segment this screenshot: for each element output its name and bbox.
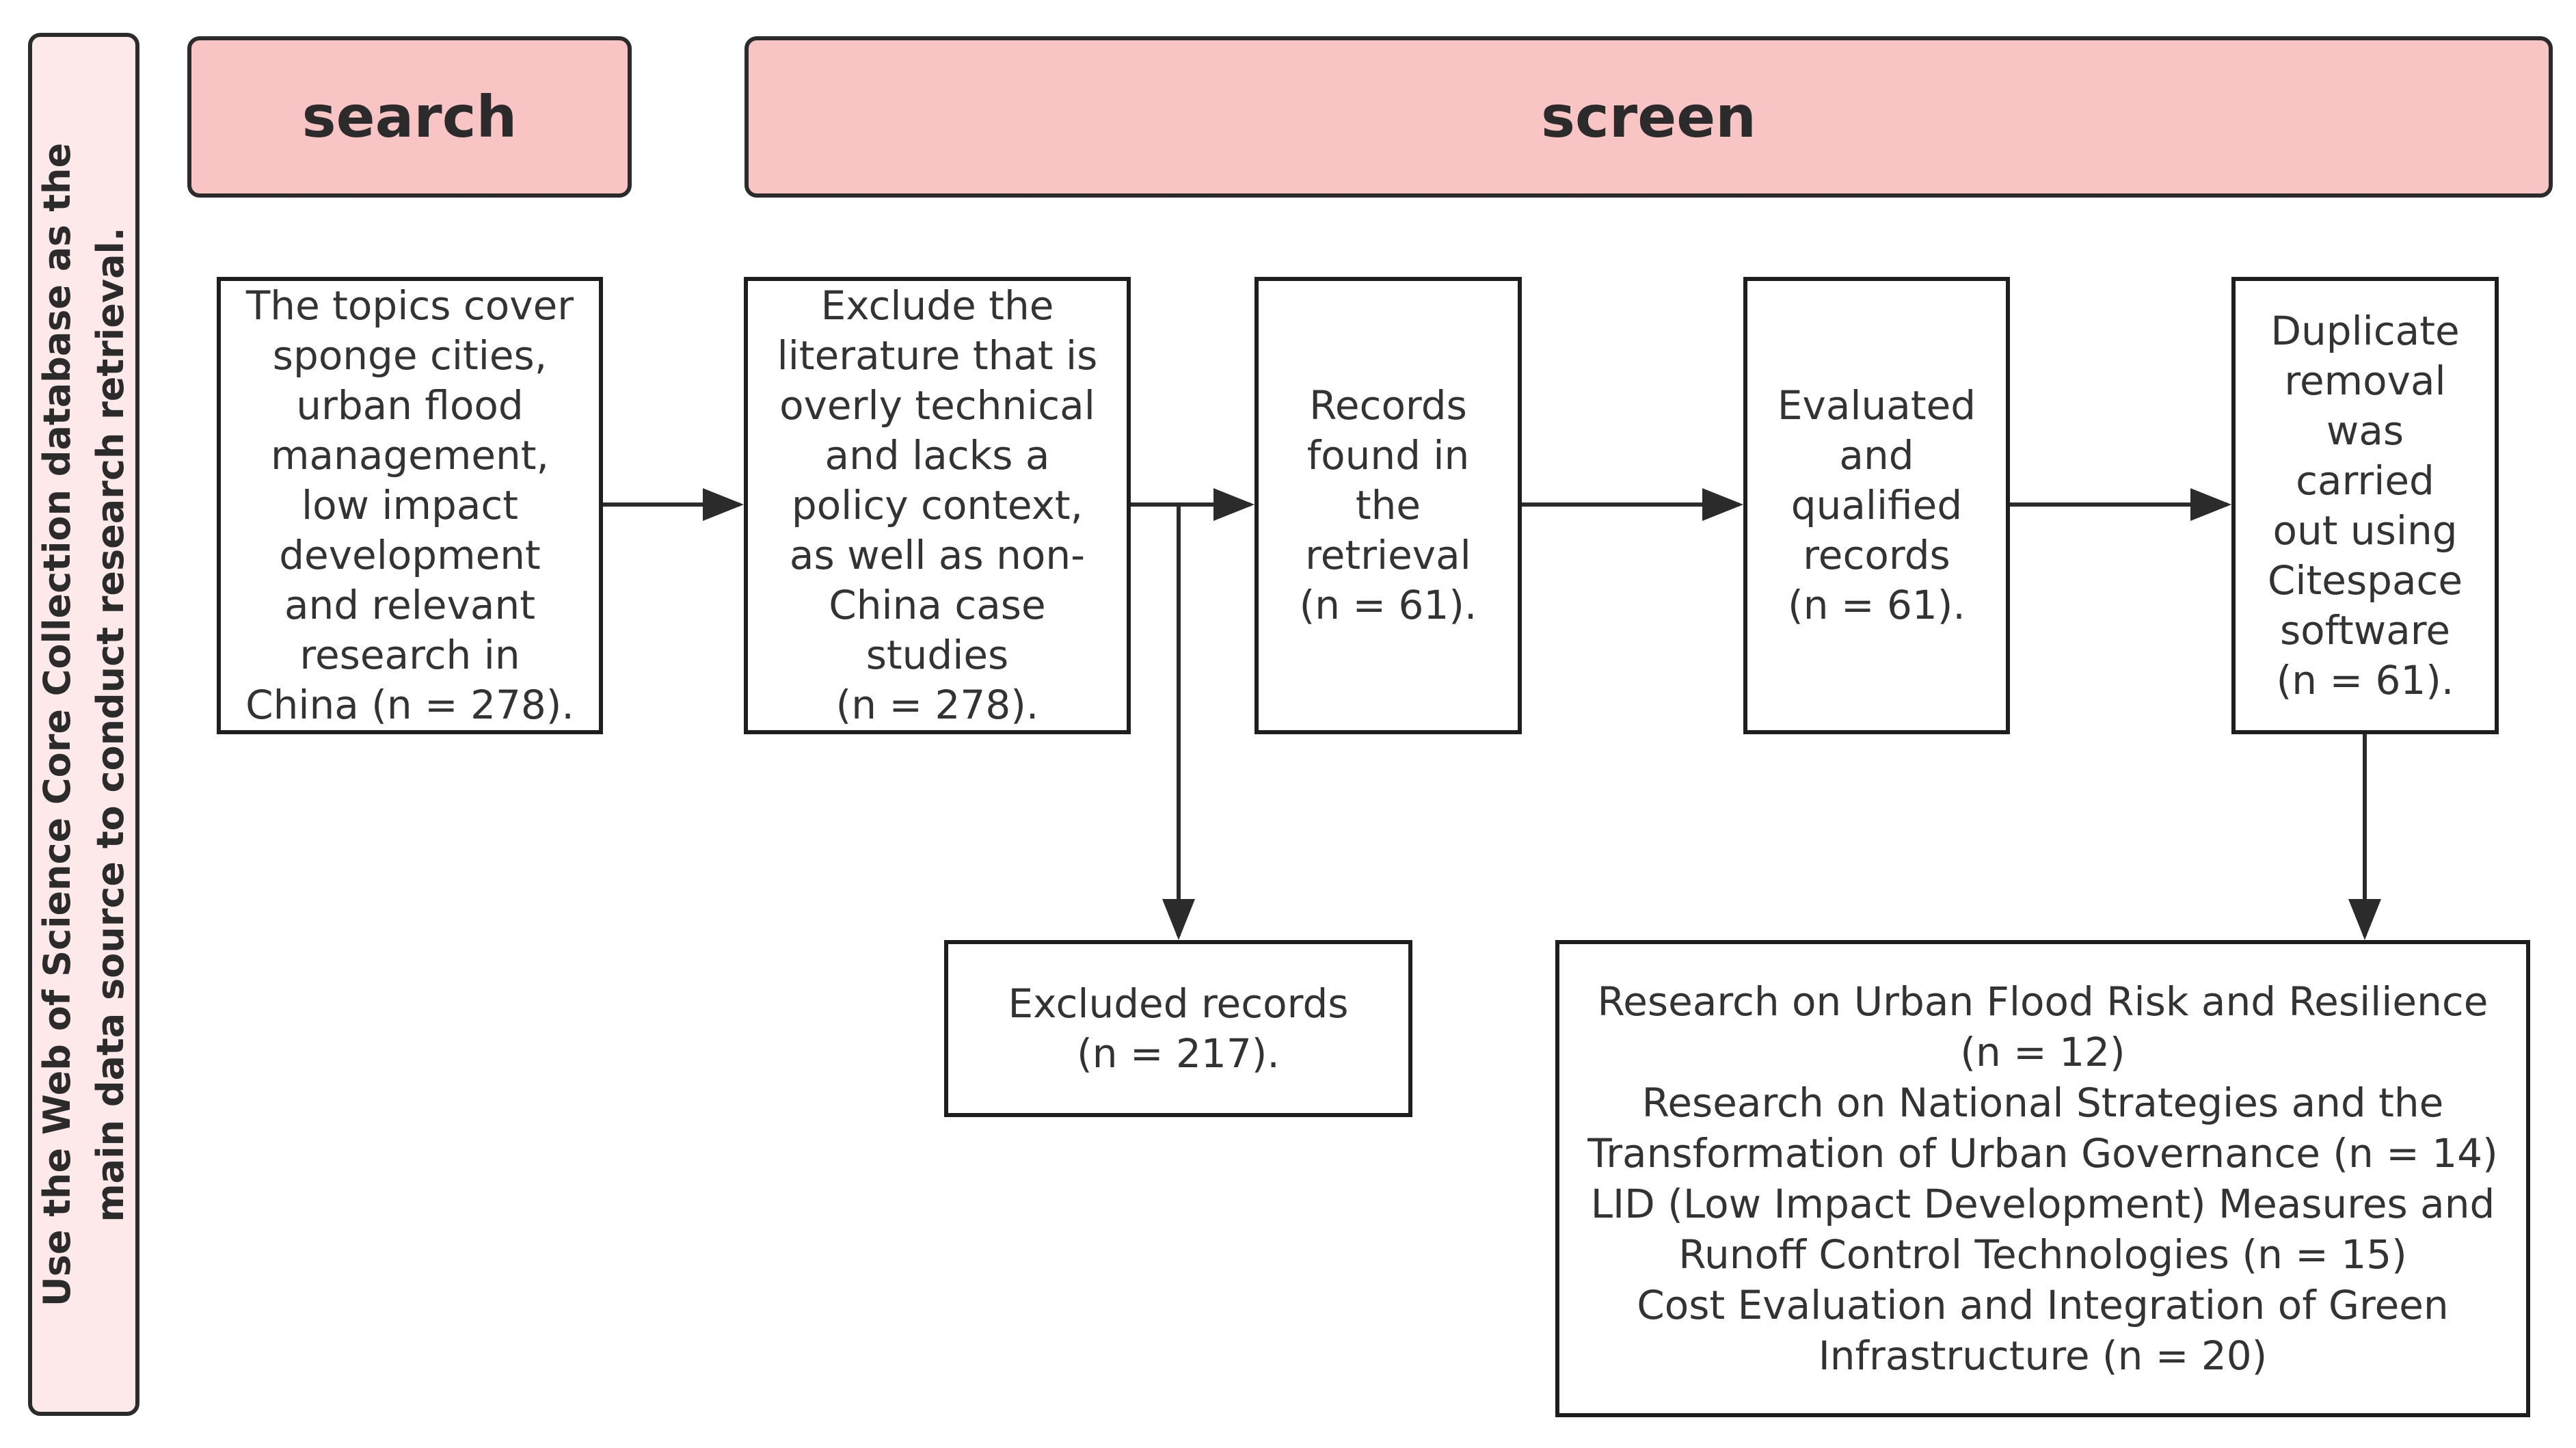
search-stage-header: search [187,36,632,198]
duplicate-removal-box: Duplicate removal was carried out using … [2231,277,2499,734]
records-found-box: Records found in the retrieval (n = 61). [1255,277,1522,734]
side-banner: Use the Web of Science Core Collection d… [28,33,139,1416]
evaluated-records-box: Evaluated and qualified records (n = 61)… [1743,277,2010,734]
excluded-records-box: Excluded records (n = 217). [944,940,1412,1117]
exclude-criteria-box: Exclude the literature that is overly te… [744,277,1131,734]
research-themes-box: Research on Urban Flood Risk and Resilie… [1555,940,2530,1417]
topics-box: The topics cover sponge cities, urban fl… [217,277,603,734]
screen-stage-header: screen [744,36,2553,198]
